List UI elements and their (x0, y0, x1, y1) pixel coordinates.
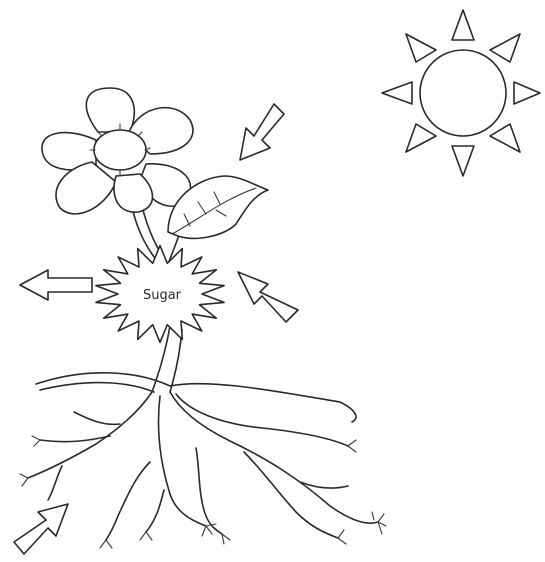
sugar-starburst: Sugar (96, 246, 224, 343)
roots-icon (20, 373, 386, 548)
arrow-from-sun (240, 104, 284, 160)
sun-icon (382, 10, 540, 176)
sugar-label: Sugar (143, 288, 182, 303)
flower-icon (42, 88, 193, 214)
arrow-out-left (20, 270, 92, 300)
arrow-into-roots (14, 504, 68, 554)
arrow-into-starburst (238, 272, 298, 322)
